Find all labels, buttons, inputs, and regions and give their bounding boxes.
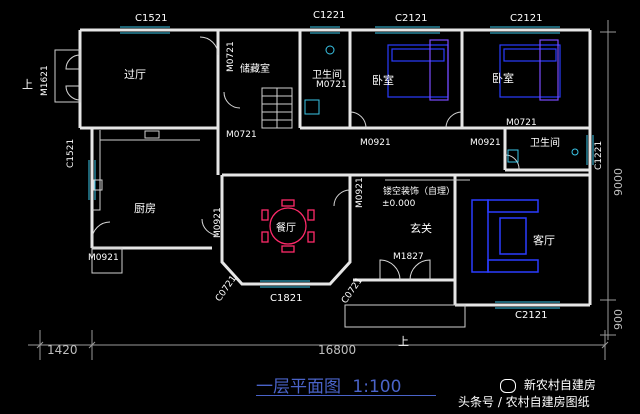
window-label-c1221-right: C1221	[594, 140, 604, 170]
dimension-16800: 16800	[318, 343, 357, 357]
watermark-brand-text: 新农村自建房	[523, 378, 596, 392]
door-label-m0921-kitchen: M0921	[88, 253, 119, 263]
door-label-m0921-left: M0921	[360, 138, 391, 148]
window-label-c2121-top1: C2121	[395, 13, 428, 24]
room-label-living: 客厅	[533, 234, 555, 247]
room-label-storage: 储藏室	[240, 64, 270, 75]
watermark-source: 头条号 / 农村自建房图纸	[458, 395, 590, 409]
drawing-title-text: 一层平面图	[256, 377, 341, 397]
door-label-m0921-foyer: M0921	[355, 177, 365, 208]
room-label-foyer: 玄关	[410, 222, 432, 235]
room-label-guoting: 过厅	[124, 68, 146, 81]
door-label-m0721-storage-top: M0721	[226, 41, 236, 72]
room-label-bedroom2: 卧室	[492, 72, 514, 85]
windows-marks	[88, 26, 594, 309]
note-elevation: ±0.000	[382, 199, 416, 209]
title-underline	[256, 395, 436, 396]
sofa-set	[471, 199, 539, 273]
note-up-left: 上	[22, 78, 33, 91]
dimension-1420: 1420	[47, 343, 78, 357]
door-label-m0921-dining: M0921	[213, 207, 223, 238]
wechat-icon	[500, 378, 516, 393]
window-label-c1521-top: C1521	[135, 13, 168, 24]
entrance-door	[65, 54, 81, 101]
door-swings	[91, 36, 520, 281]
window-label-c1221-top: C1221	[313, 10, 346, 21]
door-label-m1827: M1827	[393, 252, 424, 262]
window-label-c1521-left: C1521	[66, 138, 76, 168]
kitchen-counter	[92, 130, 200, 211]
staircase	[261, 87, 293, 129]
room-label-bath1: 卫生间	[312, 70, 342, 81]
room-label-bedroom1: 卧室	[372, 74, 394, 87]
door-label-m0921-right: M0921	[470, 138, 501, 148]
dimension-900: 900	[612, 309, 625, 330]
drawing-title: 一层平面图 1:100	[256, 372, 401, 397]
window-label-c1821: C1821	[270, 293, 303, 304]
room-label-bath2: 卫生间	[530, 138, 560, 149]
bed-furniture	[387, 39, 561, 101]
drawing-scale: 1:100	[352, 377, 402, 397]
entry-steps	[54, 49, 466, 328]
window-label-c2121-bottom: C2121	[515, 310, 548, 321]
door-label-m0721-bath2: M0721	[506, 118, 537, 128]
dining-table	[261, 199, 315, 253]
door-label-m0721-storage-bottom: M0721	[226, 130, 257, 140]
door-label-m1621: M1621	[40, 65, 50, 96]
bath-fixtures	[304, 45, 579, 163]
window-label-c2121-top2: C2121	[510, 13, 543, 24]
dimension-9000: 9000	[612, 168, 625, 196]
room-label-kitchen: 厨房	[134, 202, 156, 215]
watermark-brand: 新农村自建房	[500, 376, 596, 393]
dimension-lines	[28, 20, 616, 360]
door-label-m0721-bath: M0721	[316, 80, 347, 90]
note-up-bottom: 上	[398, 335, 409, 348]
note-hollow-decoration: 镂空装饰（自理）	[383, 187, 456, 197]
room-label-dining: 餐厅	[276, 223, 296, 234]
